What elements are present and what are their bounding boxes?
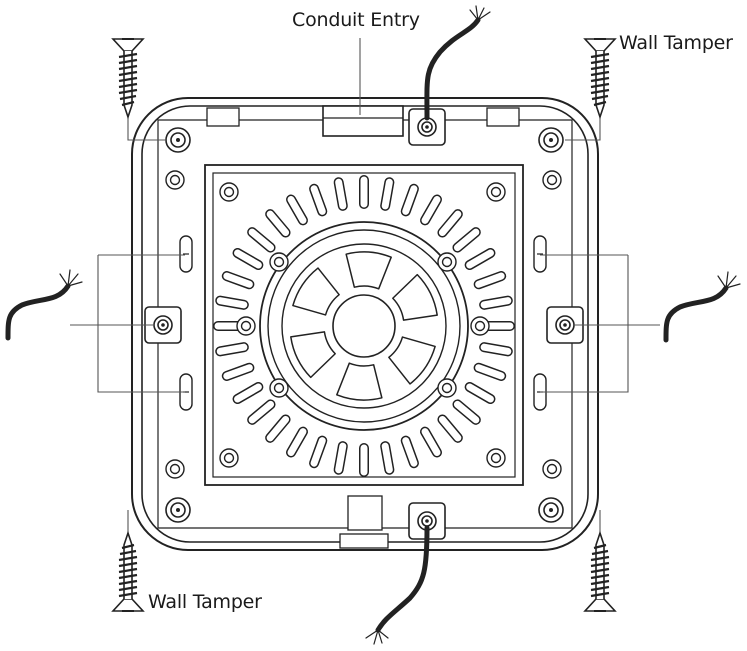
vent-slot-inner	[402, 185, 418, 215]
central-ring	[259, 221, 469, 431]
screw-top-right	[583, 37, 617, 119]
vent-slot-inner	[453, 400, 480, 424]
ring-window	[345, 251, 392, 290]
vent-slot-inner	[287, 196, 307, 224]
vent-slot-inner	[234, 249, 262, 269]
vent-slot-inner	[480, 343, 512, 355]
vent-slot-inner	[438, 210, 462, 237]
cable-left	[5, 269, 83, 341]
ring-window	[292, 267, 340, 316]
vent-slot-inner	[335, 178, 347, 210]
vent-slot-inner	[310, 437, 326, 467]
vent-slot-inner	[438, 415, 462, 442]
vent-slot-inner	[266, 415, 290, 442]
vent-slot-inner	[216, 343, 248, 355]
vent-slot-inner	[453, 228, 480, 252]
vent-slot-inner	[475, 364, 505, 380]
vent-slot-inner	[223, 272, 253, 288]
screw-bottom-right	[583, 531, 617, 613]
screw-bottom-left	[111, 531, 145, 613]
vent-slot-inner	[381, 178, 393, 210]
vent-slot-inner	[480, 297, 512, 309]
vent-slot-inner	[381, 442, 393, 474]
ring-window	[336, 362, 383, 401]
vent-slot-inner	[310, 185, 326, 215]
vent-slot-inner	[234, 383, 262, 403]
cable-top	[424, 5, 491, 121]
cable-right	[663, 271, 741, 343]
vent-slot-inner	[335, 442, 347, 474]
vent-slot-inner	[402, 437, 418, 467]
screw-top-left	[111, 37, 145, 119]
conduit-entry-notch	[206, 105, 520, 549]
vent-slot-inner	[475, 272, 505, 288]
vent-slot-inner	[248, 228, 275, 252]
vent-slot-inner	[216, 297, 248, 309]
ring-window	[290, 331, 336, 379]
ring-window	[388, 336, 436, 385]
vent-slot-inner	[223, 364, 253, 380]
conduit-entry-label: Conduit Entry	[292, 9, 420, 31]
vent-slot-inner	[421, 196, 441, 224]
vent-slot-inner	[421, 428, 441, 456]
vent-slot-inner	[266, 210, 290, 237]
vent-slot-inner	[287, 428, 307, 456]
vent-slot-inner	[466, 249, 494, 269]
vent-slot-inner	[248, 400, 275, 424]
vent-slot-inner	[466, 383, 494, 403]
ring-window	[392, 273, 438, 321]
wall-tamper-label-top: Wall Tamper	[619, 32, 733, 54]
wall-tamper-label-bottom: Wall Tamper	[148, 591, 262, 613]
cable-bottom	[365, 525, 430, 645]
vent-slots	[213, 175, 515, 477]
